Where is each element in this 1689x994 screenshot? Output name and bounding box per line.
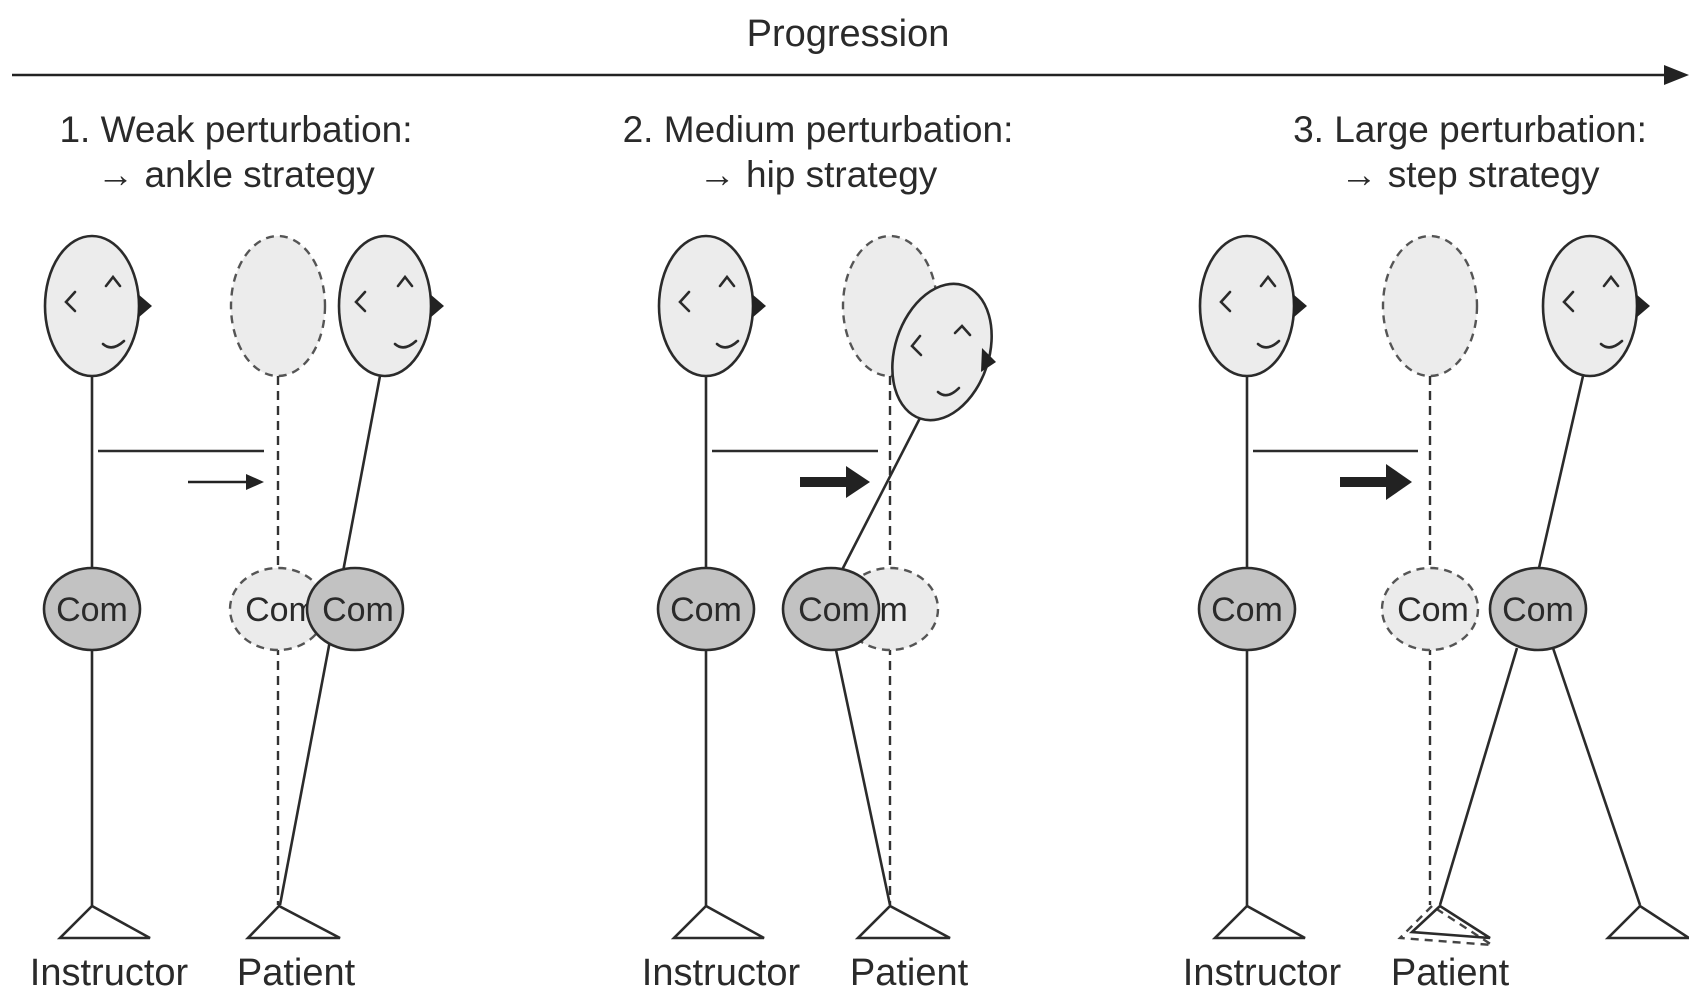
- patient-head: [337, 234, 433, 378]
- panel-1-instructor-figure: Com Instructor: [30, 234, 264, 994]
- patient-back-foot: [1408, 904, 1491, 940]
- patient-torso: [1537, 375, 1585, 569]
- instructor-foot: [1211, 904, 1306, 940]
- instructor-head: [1198, 234, 1296, 378]
- panel-3-instructor-figure: Com Instructor: [1183, 234, 1418, 994]
- panel-2-patient-figure: Com Patient: [781, 282, 996, 994]
- patient-label: Patient: [237, 952, 356, 994]
- ghost-com-circle: [1380, 566, 1480, 652]
- panel-1-subtitle: → ankle strategy: [97, 154, 375, 195]
- face-eye-left: [64, 290, 77, 313]
- instructor-com-label: Com: [1211, 591, 1283, 629]
- face-eye-left: [1219, 290, 1232, 313]
- patient-leg: [834, 649, 892, 906]
- ghost-com-label: Com: [1397, 591, 1469, 629]
- patient-com-circle: [1488, 566, 1588, 652]
- push-arrow-thick-head: [1386, 464, 1412, 500]
- instructor-com-label: Com: [670, 591, 742, 629]
- face-eye-right: [1602, 274, 1620, 288]
- panel-2: Com Instructor Com Com Patient: [642, 234, 996, 994]
- panel-1-title: 1. Weak perturbation:: [59, 109, 412, 150]
- face-eye-right: [104, 274, 122, 288]
- ghost-head: [1381, 234, 1479, 378]
- face-eye-right: [953, 324, 972, 337]
- panel-3: Com Instructor Com Com Pati: [1183, 234, 1689, 994]
- push-arrow-thick-head: [846, 466, 870, 498]
- face-nose: [1293, 294, 1307, 318]
- patient-front-foot: [1604, 904, 1689, 940]
- instructor-foot: [56, 904, 151, 940]
- panel-1: Com Instructor Com Com Patient: [30, 234, 444, 994]
- face-nose: [981, 348, 996, 372]
- face-eye-right: [396, 274, 414, 288]
- instructor-head: [43, 234, 141, 378]
- patient-com-label: Com: [798, 591, 870, 629]
- face-eye-left: [354, 290, 367, 313]
- face-nose: [752, 294, 766, 318]
- instructor-label: Instructor: [1183, 952, 1342, 994]
- panel-2-title: 2. Medium perturbation:: [623, 109, 1014, 150]
- instructor-label: Instructor: [642, 952, 801, 994]
- panel-2-instructor-figure: Com Instructor: [642, 234, 878, 994]
- face-mouth: [393, 339, 418, 349]
- patient-head: [1541, 234, 1639, 378]
- panel-3-title: 3. Large perturbation:: [1293, 109, 1647, 150]
- patient-front-leg: [1551, 647, 1642, 906]
- face-mouth: [1256, 339, 1281, 349]
- patient-com-circle: [781, 566, 881, 652]
- face-eye-left: [1562, 290, 1575, 313]
- face-eye-right: [718, 274, 736, 288]
- panel-1-patient-figure: Com Patient: [237, 234, 444, 994]
- panel-2-subtitle: → hip strategy: [699, 154, 938, 195]
- patient-com-label: Com: [1502, 591, 1574, 629]
- push-arrow-thin-head: [246, 474, 264, 490]
- patient-label: Patient: [850, 952, 969, 994]
- face-nose: [1636, 294, 1650, 318]
- patient-torso: [840, 417, 922, 571]
- patient-com-label: Com: [322, 591, 394, 629]
- instructor-label: Instructor: [30, 952, 189, 994]
- patient-foot: [854, 904, 951, 940]
- patient-com-circle: [305, 566, 405, 652]
- panel-3-patient-figure: Com Patient: [1391, 234, 1689, 994]
- instructor-head: [657, 234, 755, 378]
- panel-3-patient-ghost: Com: [1380, 234, 1493, 947]
- face-eye-right: [1259, 274, 1277, 288]
- progression-label: Progression: [747, 13, 950, 55]
- patient-label: Patient: [1391, 952, 1510, 994]
- panel-3-subtitle: → step strategy: [1340, 154, 1600, 195]
- face-nose: [430, 294, 444, 318]
- instructor-com-label: Com: [56, 591, 128, 629]
- ghost-com-label: Com: [245, 591, 317, 629]
- face-mouth: [936, 386, 961, 397]
- progression-arrowhead: [1664, 65, 1689, 85]
- face-eye-left: [678, 290, 691, 313]
- face-mouth: [715, 339, 740, 349]
- panel-1-patient-ghost: Com: [228, 234, 328, 905]
- face-nose: [138, 294, 152, 318]
- face-eye-left: [910, 334, 923, 357]
- face-mouth: [1599, 339, 1624, 349]
- patient-foot: [244, 904, 341, 940]
- patient-back-leg: [1438, 647, 1519, 906]
- ghost-head: [229, 234, 327, 378]
- instructor-foot: [670, 904, 765, 940]
- face-mouth: [101, 339, 126, 349]
- ghost-foot: [1397, 904, 1493, 947]
